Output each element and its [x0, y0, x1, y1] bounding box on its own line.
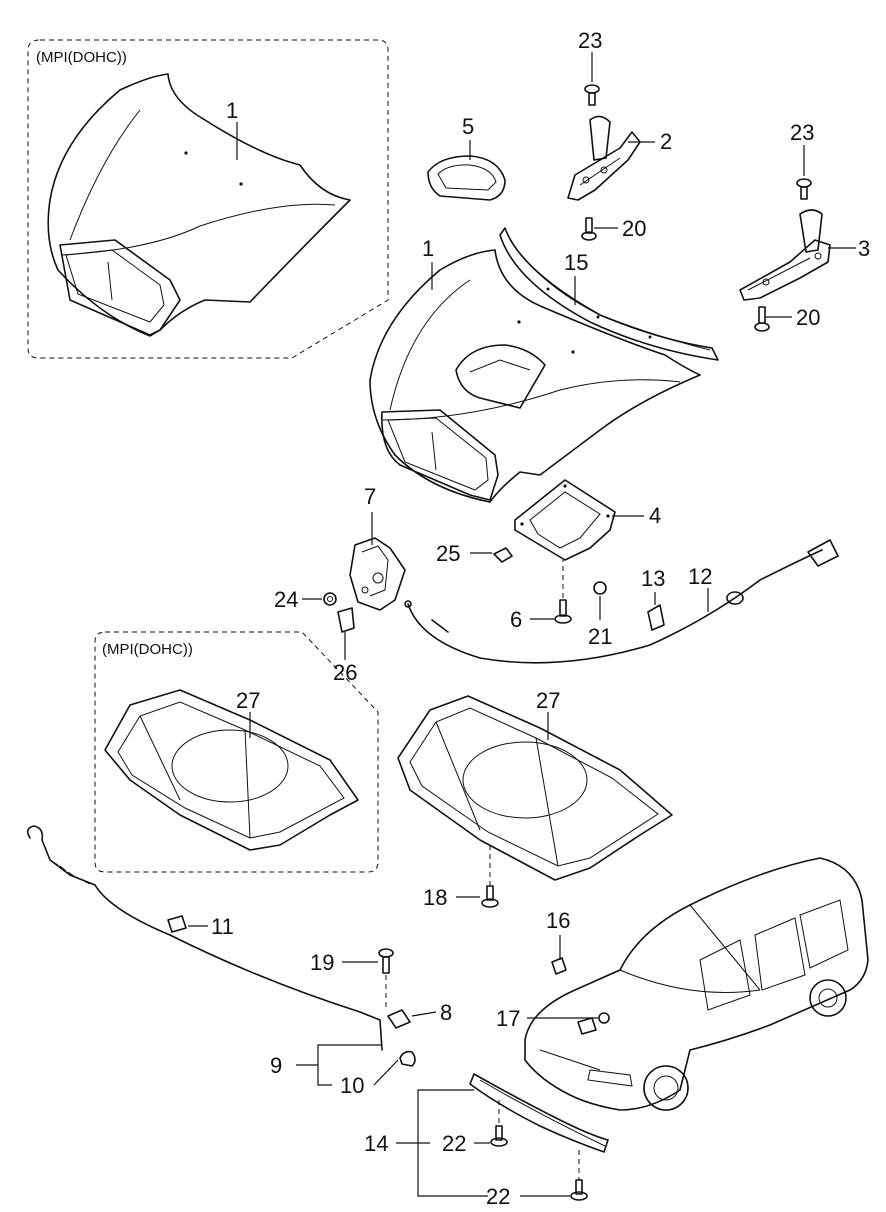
callout-25: 25: [436, 541, 460, 566]
callout-27: 27: [536, 688, 560, 713]
hood-insulator: [397, 695, 673, 881]
callout-5: 5: [462, 114, 474, 139]
callout-26: 26: [333, 660, 357, 685]
callout-23: 23: [790, 120, 814, 145]
callout-20: 20: [796, 305, 820, 330]
rod-grommet: [399, 1050, 416, 1067]
callout-9: 9: [270, 1053, 282, 1078]
callout-21: 21: [588, 624, 612, 649]
hood-seal: [499, 227, 719, 361]
rod-holder-clip: [387, 1009, 411, 1029]
callout-16: 16: [546, 908, 570, 933]
hood-panel: [369, 249, 701, 503]
hood-hinge-right: [739, 209, 831, 301]
callout-22: 22: [486, 1184, 510, 1209]
callout-20: 20: [622, 216, 646, 241]
cable-clip: [647, 604, 665, 631]
plate-nut: [593, 581, 607, 595]
latch-nut: [323, 592, 337, 606]
callout-13: 13: [641, 566, 665, 591]
callout-3: 3: [858, 236, 870, 261]
vehicle-clip-small: [551, 957, 567, 975]
rod-holder-screw: [378, 948, 394, 974]
vehicle-bolt: [598, 1012, 610, 1024]
hood-latch: [349, 537, 406, 611]
latch-plate: [514, 479, 616, 561]
variant-box-label: (MPI(DOHC)): [102, 641, 193, 658]
leader-lines: [188, 52, 856, 1197]
callout-1: 1: [226, 98, 238, 123]
hinge-bolt-lower-right: [754, 306, 770, 332]
callout-11: 11: [211, 914, 234, 939]
callout-12: 12: [688, 564, 712, 589]
callout-numbers: 1 1 2 3 4 5 6 7 8 9 10 11 12 13 14 15 16…: [211, 28, 870, 1209]
vehicle-illustration: [524, 857, 869, 1111]
hinge-bolt-lower-left: [581, 217, 597, 241]
hood-insulator-variant: [104, 689, 359, 851]
callout-4: 4: [649, 503, 661, 528]
callout-27: 27: [236, 688, 260, 713]
plate-screw: [554, 599, 572, 624]
callout-22: 22: [442, 1131, 466, 1156]
callout-1: 1: [422, 236, 434, 261]
hinge-bolt-upper-left: [584, 84, 600, 106]
callout-14: 14: [364, 1131, 388, 1156]
air-scoop: [427, 155, 506, 201]
seal-clip-lower: [570, 1179, 588, 1201]
hinge-bolt-upper-right: [796, 178, 812, 200]
callout-17: 17: [496, 1006, 520, 1031]
insulator-clip: [481, 885, 499, 908]
hood-hinge-left: [567, 115, 641, 201]
rod-clip: [167, 915, 187, 933]
hood-front-seal: [469, 1073, 609, 1153]
callout-15: 15: [564, 250, 588, 275]
callout-8: 8: [440, 1000, 452, 1025]
hood-release-cable: [404, 539, 839, 664]
callout-2: 2: [660, 129, 672, 154]
hood-panel-variant: [47, 73, 351, 337]
callout-6: 6: [510, 607, 522, 632]
variant-box-insulator: (MPI(DOHC)): [94, 631, 379, 873]
callout-19: 19: [310, 950, 334, 975]
variant-box-hood: (MPI(DOHC)): [27, 39, 389, 359]
latch-bracket: [337, 607, 355, 633]
variant-box-label: (MPI(DOHC)): [36, 49, 127, 66]
callout-10: 10: [340, 1073, 364, 1098]
seal-clip-upper: [490, 1125, 508, 1147]
hood-support-rod: [26, 825, 383, 1051]
callout-7: 7: [364, 484, 376, 509]
callout-24: 24: [274, 587, 298, 612]
grommet: [493, 547, 513, 563]
callout-23: 23: [578, 28, 602, 53]
callout-18: 18: [423, 885, 447, 910]
